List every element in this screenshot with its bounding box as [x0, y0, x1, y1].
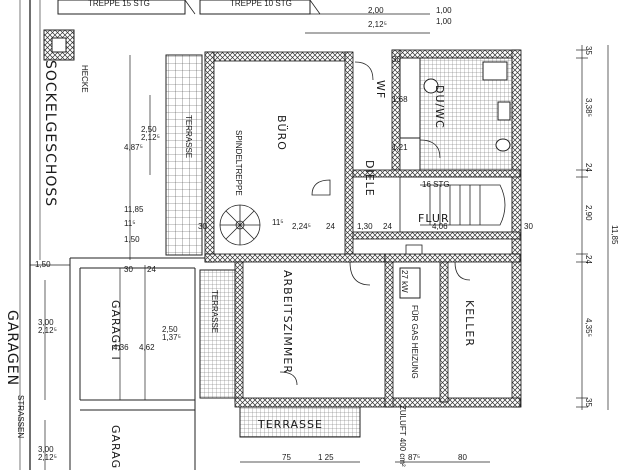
dim-168: 1,68 — [392, 95, 408, 104]
terrasse-top-area — [165, 54, 203, 256]
treppe-15-label: TREPPE 15 STG — [88, 0, 150, 8]
dim-24: 24 — [326, 222, 335, 231]
wc-fixtures — [423, 61, 511, 152]
garage2-label: GARAGE — [109, 425, 122, 470]
dim-30c: 30 — [524, 222, 533, 231]
terrasse-bottom-area — [239, 406, 361, 438]
garagen-title: GARAGEN — [4, 310, 20, 386]
dim-250: 2,50 — [141, 125, 157, 134]
dim-150: 1,50 — [35, 260, 51, 269]
dim-2125: 2,12⁵ — [368, 20, 387, 29]
dim-r35a: 35 — [584, 46, 593, 55]
terrasse-mid-area — [199, 269, 236, 399]
dim-2125b: 2,12⁵ — [141, 133, 160, 142]
buero-label: BÜRO — [275, 115, 288, 151]
dim-r4355: 4,35⁵ — [584, 318, 593, 337]
doors — [279, 61, 471, 386]
dim-150b: 1,50 — [124, 235, 140, 244]
dim-462: 4,62 — [139, 343, 155, 352]
hecke-label: HECKE — [80, 65, 89, 93]
strassen-title: STRASSEN — [16, 395, 25, 438]
dim-436: 4,36 — [113, 343, 129, 352]
dim-24c: 24 — [383, 222, 392, 231]
dim-300b: 3,00 — [38, 445, 54, 454]
dim-lines-left — [30, 55, 151, 470]
spiral-stair — [219, 204, 261, 246]
heizung-label: FÜR GAS HEIZUNG — [410, 305, 419, 379]
dim-w30: 30 — [392, 55, 401, 64]
keller-label: KELLER — [463, 300, 476, 347]
dim-r3385: 3,38⁵ — [584, 98, 593, 117]
dim-r35b: 35 — [584, 398, 593, 407]
sockelgeschoss-title: SOCKELGESCHOSS — [42, 60, 58, 207]
dim-30b: 30 — [198, 222, 207, 231]
arbeitszimmer-label: ARBEITSZIMMER — [281, 270, 294, 374]
dim-300a: 3,00 — [38, 318, 54, 327]
outer-walls — [204, 49, 522, 408]
dim-lines-bottom — [240, 13, 490, 463]
dim-b125: 1 25 — [318, 453, 334, 462]
terrasse-mid-label: TERRASSE — [210, 290, 219, 333]
dim-r24b: 24 — [584, 255, 593, 264]
boiler — [399, 267, 421, 299]
dim-b75: 75 — [282, 453, 291, 462]
dim-30a: 30 — [124, 265, 133, 274]
dim-2125d: 2,12⁵ — [38, 453, 57, 462]
dim-200: 2,00 — [368, 6, 384, 15]
du-wc-label: DU/WC — [433, 85, 446, 129]
spindeltreppe-label: SPINDELTREPPE — [234, 130, 243, 196]
terrasse-top-label: TERRASSE — [184, 115, 193, 158]
garage1-label: GARAGE I — [109, 300, 122, 361]
dim-100a: 1,00 — [436, 6, 452, 15]
treppe-10-label: TREPPE 10 STG — [230, 0, 292, 8]
stair-16-label: 16 STG — [422, 180, 450, 189]
zuluft-label: ZULUFT 400 cm² — [398, 405, 407, 467]
dim-1375: 1,37⁵ — [162, 333, 181, 342]
top-stairs — [19, 0, 321, 470]
dim-250b: 2,50 — [162, 325, 178, 334]
dim-406: 4,06 — [432, 222, 448, 231]
dim-115b: 11⁵ — [272, 218, 284, 227]
dim-lines-right — [576, 45, 609, 410]
dim-r290: 2,90 — [584, 205, 593, 221]
dim-r1185: 11,85 — [610, 225, 619, 245]
dim-1185l: 11,85 — [124, 205, 144, 214]
wf-room — [399, 57, 421, 139]
dim-115: 11⁵ — [124, 219, 136, 228]
dim-2125c: 2,12⁵ — [38, 326, 57, 335]
dim-b875: 87⁵ — [408, 453, 420, 462]
dim-100b: 1,00 — [436, 17, 452, 26]
dim-r24a: 24 — [584, 163, 593, 172]
wf-label: WF — [374, 80, 387, 99]
flur-label: FLUR — [418, 212, 450, 225]
dim-b80: 80 — [458, 453, 467, 462]
dim-4875: 4,87⁵ — [124, 143, 143, 152]
kw-label: 27 kW — [400, 270, 409, 293]
dim-121: 1,21 — [392, 143, 408, 152]
terrasse-bottom-label: TERRASSE — [257, 418, 323, 431]
garages — [69, 257, 205, 470]
dim-130: 1,30 — [357, 222, 373, 231]
diele-label: DIELE — [363, 160, 376, 197]
dim-24b: 24 — [147, 265, 156, 274]
dim-2245: 2,24⁵ — [292, 222, 311, 231]
staircase-16 — [399, 176, 513, 233]
